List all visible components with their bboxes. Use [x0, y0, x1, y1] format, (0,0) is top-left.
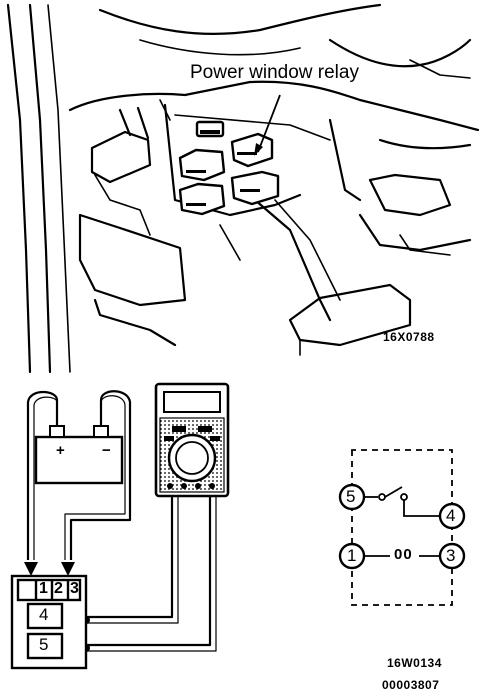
- battery-plus-label: +: [56, 442, 65, 459]
- illustration-code: 16X0788: [383, 330, 435, 344]
- relay-schematic: [351, 449, 453, 606]
- schematic-pins: [338, 483, 466, 570]
- lead-arrow-terminal-3: [61, 562, 75, 576]
- schematic-pin-4-label: 4: [446, 506, 456, 525]
- lead-arrow-terminal-1: [24, 562, 38, 576]
- schematic-pin-3-label: 3: [446, 546, 456, 565]
- relay-terminal-5-label: 5: [39, 635, 49, 654]
- battery: [34, 425, 124, 485]
- relay-terminal-3-label: 3: [70, 580, 79, 597]
- relay-terminal-4-label: 4: [39, 605, 49, 624]
- callout-leader-line: [257, 94, 281, 153]
- schematic-pin-5-label: 5: [346, 487, 356, 506]
- pin-5-circle: [338, 483, 366, 511]
- multimeter: [154, 382, 230, 498]
- pin-4-circle: [438, 502, 466, 530]
- schematic-enclosure: [351, 449, 453, 606]
- relay-terminal-2-label: 2: [54, 580, 63, 597]
- pin-1-circle: [338, 542, 366, 570]
- relay-under-test: [10, 574, 88, 670]
- schematic-pin-1-label: 1: [347, 546, 357, 565]
- diagram-code-2: 00003807: [382, 678, 440, 692]
- schematic-coil-symbol: 00: [394, 546, 413, 563]
- relay-shading: [186, 130, 260, 206]
- power-window-relay-label: Power window relay: [190, 62, 359, 83]
- test-wiring: [26, 390, 217, 652]
- callout-arrowhead: [254, 143, 263, 156]
- vehicle-interior-illustration: [6, 3, 480, 374]
- diagram-code-1: 16W0134: [387, 656, 442, 670]
- pin-3-circle: [438, 542, 466, 570]
- relay-terminal-1-label: 1: [39, 580, 48, 597]
- battery-minus-label: −: [102, 442, 111, 459]
